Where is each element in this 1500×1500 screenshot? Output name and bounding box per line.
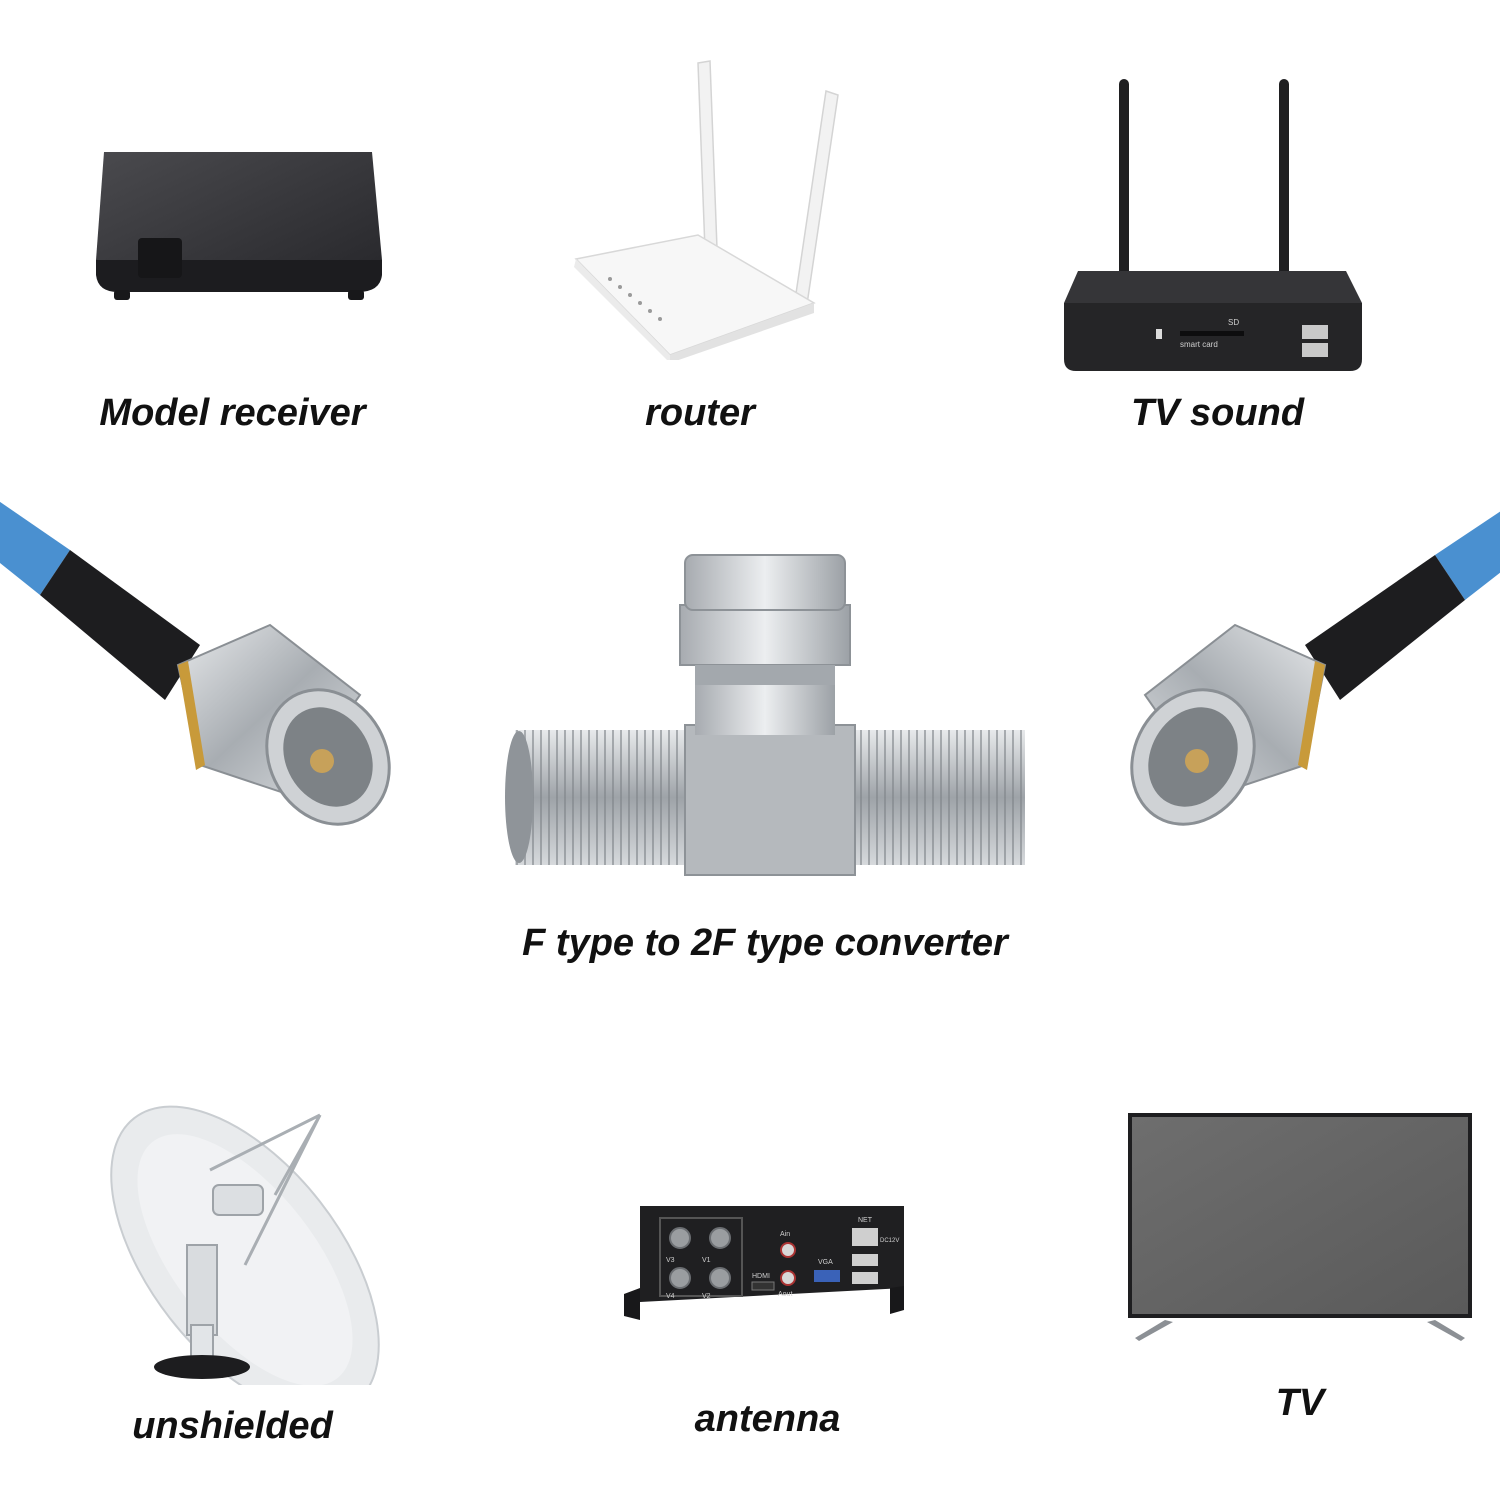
- router-image: [570, 55, 850, 360]
- hdmi-label: HDMI: [752, 1273, 770, 1280]
- dvr-box-image: V1 V2 V3 V4 Ain Aout HDMI VGA NET DC12V: [622, 1198, 912, 1323]
- tv-label: TV: [1275, 1382, 1325, 1424]
- v3-label: V3: [666, 1257, 675, 1264]
- ain-label: Ain: [780, 1231, 790, 1238]
- model-receiver-image: [90, 140, 390, 310]
- converter-label: F type to 2F type converter: [522, 922, 1008, 964]
- right-coax-cable-image: [1125, 495, 1500, 840]
- tv-image: [1125, 1110, 1475, 1345]
- aout-label: Aout: [778, 1291, 792, 1298]
- sd-label: SD: [1228, 318, 1239, 327]
- tv-sound-label: TV sound: [1130, 392, 1305, 434]
- antenna-label: antenna: [694, 1398, 841, 1440]
- router-label: router: [645, 392, 755, 434]
- v2-label: V2: [702, 1293, 711, 1300]
- net-label: NET: [858, 1217, 873, 1224]
- smart-card-label: smart card: [1180, 340, 1218, 349]
- v4-label: V4: [666, 1293, 675, 1300]
- satellite-dish-image: [95, 1045, 405, 1385]
- tv-sound-image: SD smart card: [1060, 75, 1365, 375]
- unshielded-label: unshielded: [132, 1405, 333, 1447]
- vga-label: VGA: [818, 1259, 833, 1266]
- model-receiver-label: Model receiver: [99, 392, 366, 434]
- v1-label: V1: [702, 1257, 711, 1264]
- dc-label: DC12V: [880, 1238, 899, 1244]
- left-coax-cable-image: [0, 495, 400, 840]
- t-splitter-image: [505, 545, 1045, 895]
